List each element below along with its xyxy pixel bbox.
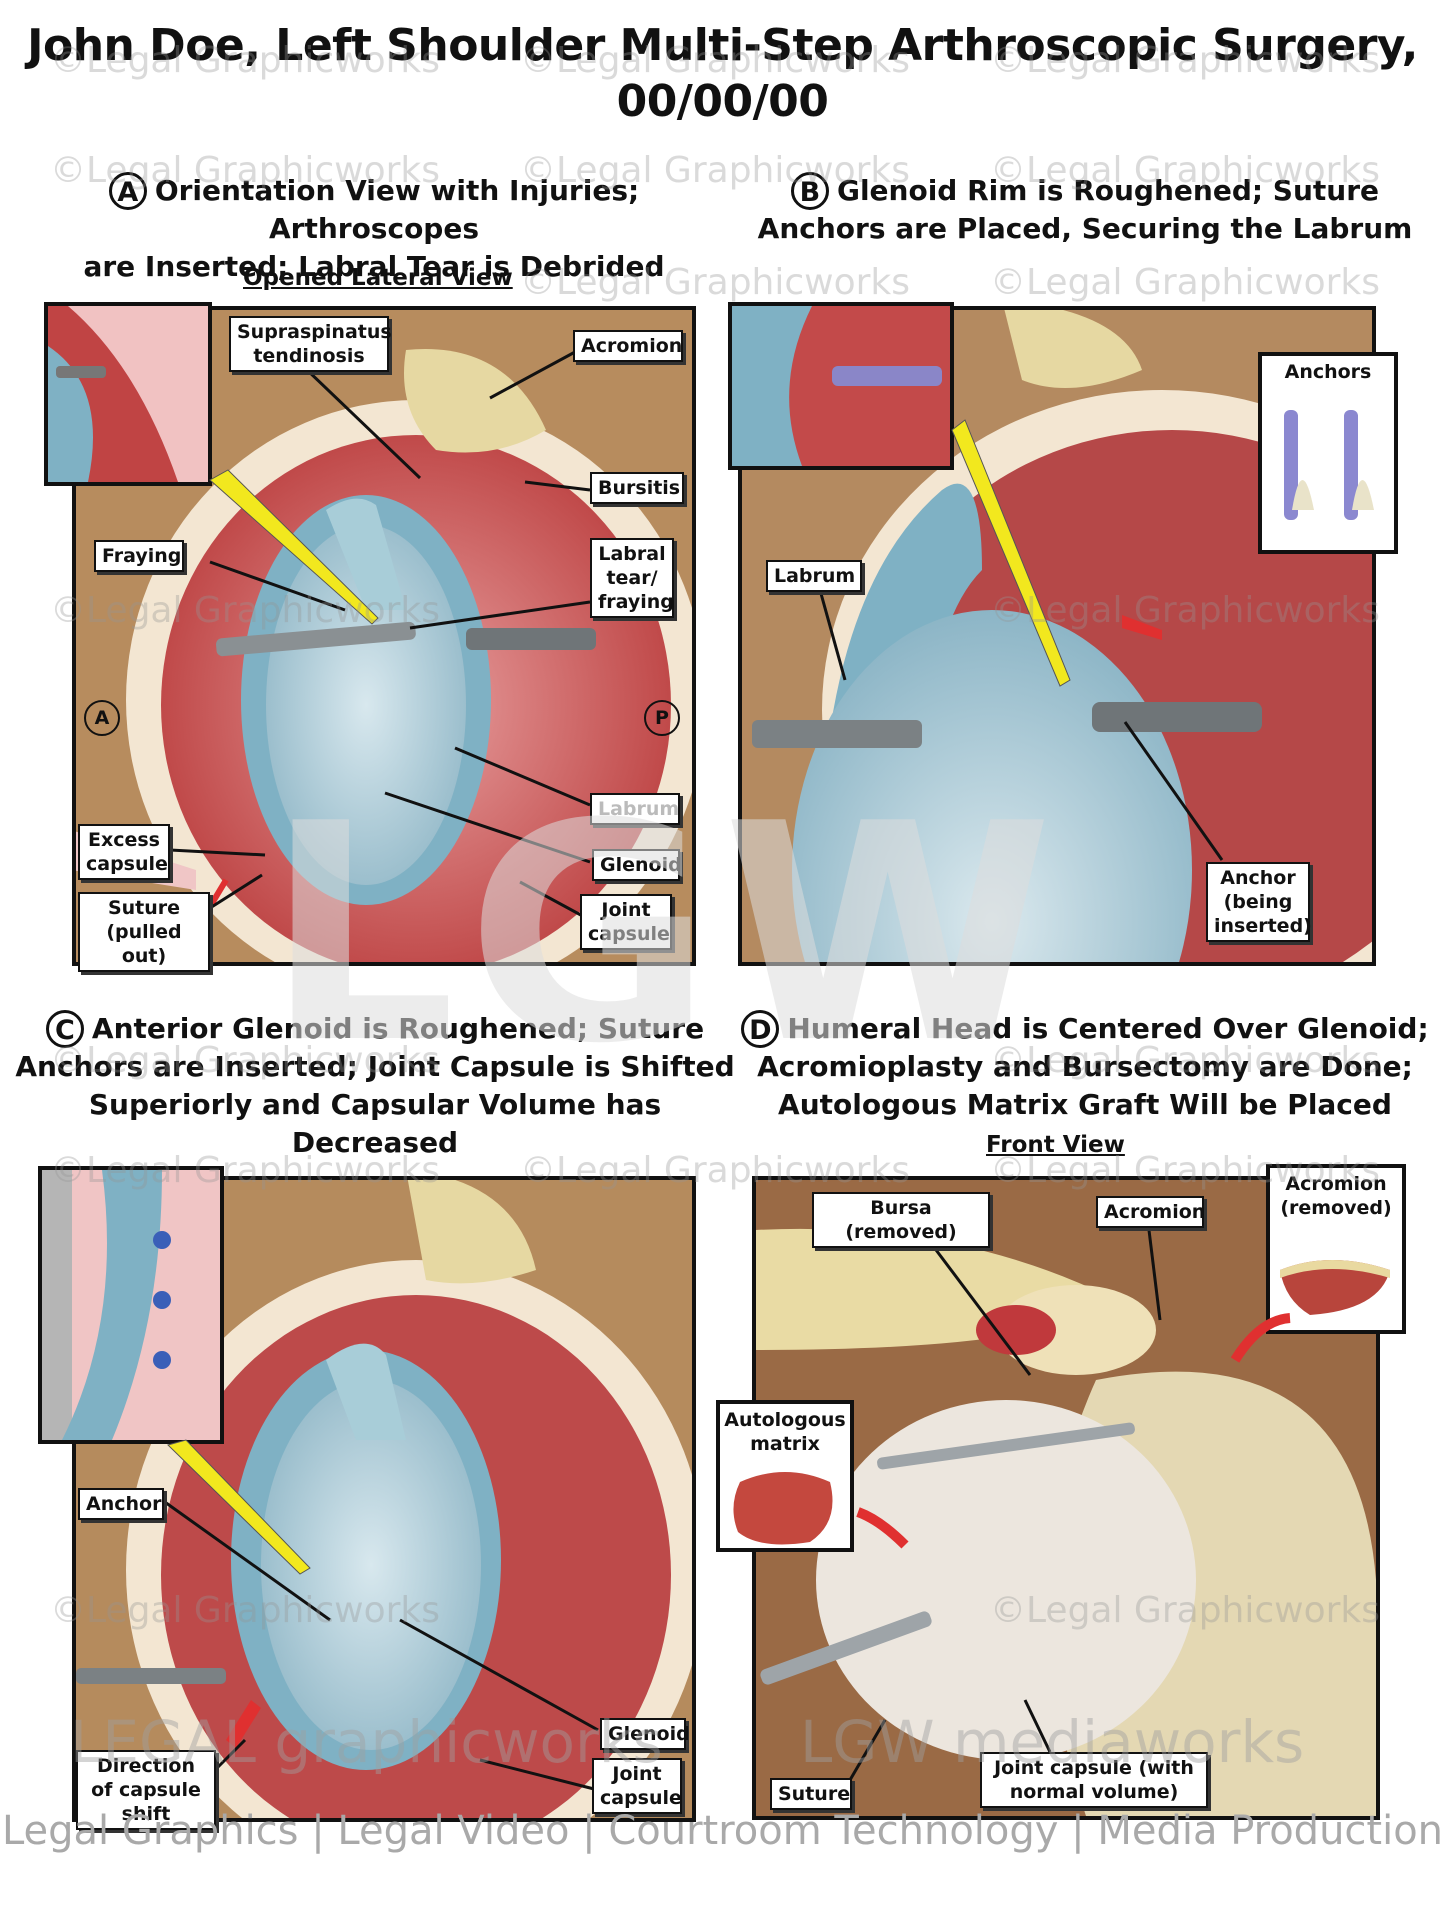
label-anchor-inserted: Anchor (being inserted) xyxy=(1206,862,1312,942)
label-suture-a: Suture (pulled out) xyxy=(78,892,210,972)
caption-d-line-3: Autologous Matrix Graft Will be Placed xyxy=(778,1088,1392,1121)
caption-c-line-3: Superiorly and Capsular Volume has Decre… xyxy=(88,1088,662,1159)
label-joint-capsule-d: Joint capsule (with normal volume) xyxy=(980,1752,1208,1808)
label-labrum-b: Labrum xyxy=(766,560,862,592)
inset-b-drawing xyxy=(732,306,950,466)
page-title: John Doe, Left Shoulder Multi-Step Arthr… xyxy=(0,18,1445,130)
label-acromion-d: Acromion xyxy=(1096,1196,1205,1228)
title-line-2: 00/00/00 xyxy=(616,76,829,127)
caption-a-line-1: Orientation View with Injuries; Arthrosc… xyxy=(154,174,640,245)
view-label-a: Opened Lateral View xyxy=(243,265,513,291)
label-autologous: Autologous matrix xyxy=(720,1408,850,1456)
label-anchor-c: Anchor xyxy=(78,1488,164,1520)
view-label-d: Front View xyxy=(986,1132,1125,1158)
label-joint-capsule-c: Joint capsule xyxy=(592,1758,682,1814)
marker-posterior: P xyxy=(644,700,680,736)
title-line-1: John Doe, Left Shoulder Multi-Step Arthr… xyxy=(27,20,1418,71)
label-acromion-removed: Acromion (removed) xyxy=(1270,1172,1402,1220)
caption-d-line-1: Humeral Head is Centered Over Glenoid; xyxy=(787,1012,1429,1045)
inset-a-zoom xyxy=(44,302,212,486)
inset-a-drawing xyxy=(48,306,208,482)
caption-b-line-1: Glenoid Rim is Roughened; Suture xyxy=(836,174,1380,207)
acromion-piece-icon xyxy=(1280,1260,1390,1315)
label-bursitis: Bursitis xyxy=(590,472,684,504)
inset-b-zoom xyxy=(728,302,954,470)
caption-c-line-1: Anterior Glenoid is Roughened; Suture xyxy=(91,1012,705,1045)
label-bursa-removed: Bursa (removed) xyxy=(812,1192,990,1248)
anchors-icon xyxy=(1284,410,1374,520)
label-glenoid-a: Glenoid xyxy=(592,849,682,881)
panel-letter-c: C xyxy=(45,1010,84,1048)
inset-b-anchors: Anchors xyxy=(1258,352,1398,554)
label-supraspinatus: Supraspinatus tendinosis xyxy=(229,316,392,372)
label-excess-capsule: Excess capsule xyxy=(78,824,170,880)
label-acromion-a: Acromion xyxy=(573,330,683,362)
marker-anterior: A xyxy=(84,700,120,736)
watermark: ©Legal Graphicworks xyxy=(990,262,1381,303)
label-joint-capsule-a: Joint capsule xyxy=(580,894,672,950)
panel-letter-b: B xyxy=(790,172,829,210)
inset-d-acromion: Acromion (removed) xyxy=(1266,1164,1406,1334)
label-suture-d: Suture xyxy=(770,1778,852,1810)
caption-d-line-2: Acromioplasty and Bursectomy are Done; xyxy=(757,1050,1413,1083)
footer-services: Legal Graphics | Legal Video | Courtroom… xyxy=(1,1808,1444,1854)
label-direction-capsule-shift: Direction of capsule shift xyxy=(76,1750,216,1830)
label-anchors: Anchors xyxy=(1262,360,1394,384)
panel-letter-a: A xyxy=(108,172,147,210)
inset-d-autologous: Autologous matrix xyxy=(716,1400,854,1552)
caption-b-line-2: Anchors are Placed, Securing the Labrum xyxy=(757,212,1413,245)
panel-letter-d: D xyxy=(741,1010,780,1048)
label-labral-tear: Labral tear/ fraying xyxy=(590,538,674,618)
caption-c-line-2: Anchors are Inserted; Joint Capsule is S… xyxy=(15,1050,735,1083)
autologous-matrix-icon xyxy=(733,1472,833,1545)
label-fraying: Fraying xyxy=(94,540,184,572)
caption-a-line-2: are Inserted; Labral Tear is Debrided xyxy=(83,250,665,283)
inset-c-zoom xyxy=(38,1166,224,1444)
inset-c-drawing xyxy=(42,1170,220,1440)
label-glenoid-c: Glenoid xyxy=(600,1718,690,1750)
label-labrum-a: Labrum xyxy=(590,793,680,825)
